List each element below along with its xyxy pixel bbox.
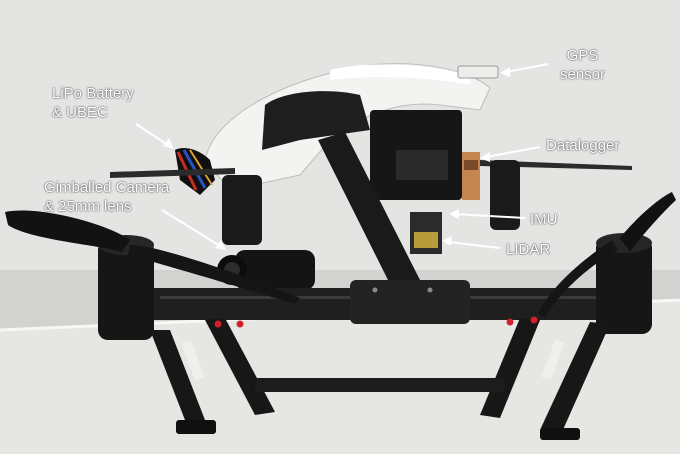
battery-label-line1: LiPo Battery bbox=[52, 85, 134, 102]
camera-label-line1: Gimballed Camera bbox=[44, 179, 170, 196]
lidar-label: LIDAR bbox=[506, 240, 550, 259]
camera-label-line2: & 25mm lens bbox=[44, 198, 132, 215]
imu-label: IMU bbox=[530, 210, 558, 229]
battery-label: LiPo Battery & UBEC bbox=[52, 84, 134, 122]
imu-label-text: IMU bbox=[530, 211, 558, 228]
gps-label-line1: GPS bbox=[566, 47, 599, 64]
gps-sensor-label: GPS sensor bbox=[560, 46, 605, 84]
battery-label-line2: & UBEC bbox=[52, 104, 108, 121]
camera-label: Gimballed Camera & 25mm lens bbox=[44, 178, 169, 216]
datalogger-label-text: Datalogger bbox=[546, 137, 620, 154]
datalogger-label: Datalogger bbox=[546, 136, 619, 155]
gps-label-line2: sensor bbox=[560, 66, 606, 83]
lidar-label-text: LIDAR bbox=[506, 241, 551, 258]
annotation-arrows bbox=[135, 63, 549, 250]
